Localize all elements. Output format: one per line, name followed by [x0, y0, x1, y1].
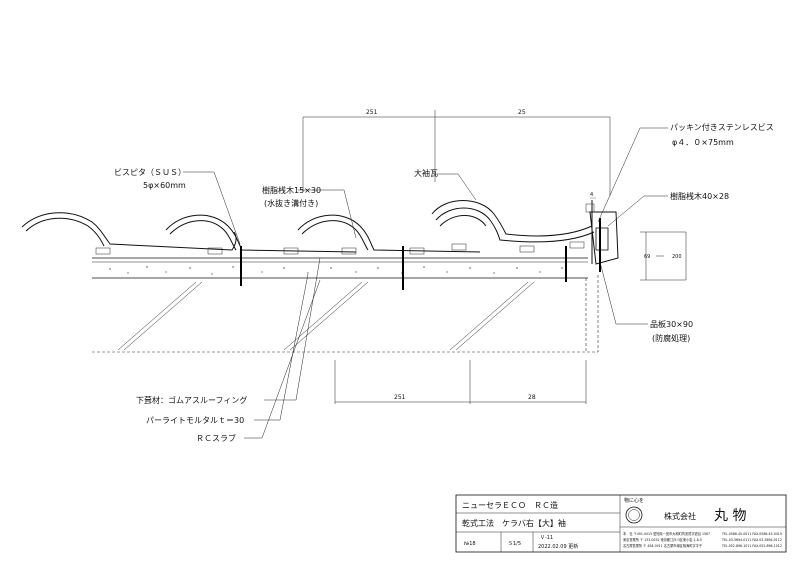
frame-dim-right: 200	[672, 254, 682, 260]
callouts: パッキン付きステンレスビス φ４．０×75mm ビスピタ（ＳＵＳ） 5φ×60m…	[114, 122, 774, 443]
tb-version: Ｖ-11	[540, 535, 553, 541]
bottom-dimension: 251 28	[334, 360, 587, 404]
leader-lines	[183, 127, 668, 439]
tb-scale: Ｓ1/5	[508, 541, 521, 547]
tb-company: 株式会社	[664, 511, 696, 521]
frame-detail: 69 200 4	[590, 192, 687, 281]
tb-no: №18	[464, 541, 476, 547]
roof-tiles	[21, 200, 619, 265]
label-slab: ＲＣスラブ	[196, 433, 236, 443]
label-packing-screw: パッキン付きステンレスビス	[670, 122, 774, 132]
label-packing-screw-size: φ４．０×75mm	[672, 138, 734, 147]
label-screw: ビスピタ（ＳＵＳ）	[114, 168, 186, 177]
label-board-note: (防腐処理)	[652, 333, 690, 343]
label-underlay: 下葺材：ゴムアスルーフィング	[136, 395, 247, 405]
label-resin-batten: 樹脂桟木40×28	[670, 191, 729, 201]
label-mortar: パーライトモルタルｔ＝30	[146, 416, 244, 425]
company-logo-icon	[625, 506, 643, 524]
slab-layers	[92, 257, 599, 353]
label-batten: 樹脂桟木15×30	[262, 185, 321, 195]
label-screw-size: 5φ×60mm	[143, 181, 186, 190]
tb-date: 2022.02.09 更新	[538, 543, 578, 550]
dim-bottom-left: 251	[394, 394, 406, 401]
dim-top-right: 25	[518, 109, 526, 116]
tb-tel2: TEL.03-5694-0111 FAX.03-5694-0112	[721, 538, 782, 542]
tb-addr3: 名古屋営業所 〒 458-0011 名古屋市緑区鳴海町字平子	[623, 543, 703, 548]
dim-top-left: 251	[366, 109, 378, 116]
frame-dim-left: 69	[644, 254, 650, 260]
tb-method: 乾式工法 ケラバ右【大】袖	[462, 518, 566, 528]
label-batten-note: (水抜き溝付き)	[264, 198, 318, 208]
tb-addr2: 東京営業所 〒 133-0052 東京都江戸川区東小岩 1-8-5	[623, 537, 702, 542]
tb-company-name: 丸 物	[714, 508, 746, 524]
label-big-tile: 大袖瓦	[414, 168, 438, 178]
dim-bottom-right: 28	[528, 394, 536, 401]
top-dimension: 251 25	[302, 109, 611, 196]
dim-small-offset: 4	[590, 192, 593, 198]
tb-motto: 物に心を	[624, 497, 644, 504]
tb-addr1: 本 社 〒491-0015 愛知県一宮市大和町苅安賀字道目 1567	[623, 531, 710, 536]
tb-product: ニューセラＥＣＯ ＲＣ造	[462, 500, 558, 510]
label-board: 品板30×90	[650, 319, 693, 329]
tb-tel3: TEL.052-896-1011 FAX.052-896-1012	[721, 544, 782, 548]
title-block: ニューセラＥＣＯ ＲＣ造 乾式工法 ケラバ右【大】袖 №18 Ｓ1/5 Ｖ-11…	[455, 494, 787, 553]
tb-tel1: TEL.0586-45-0011 FAX.0586-45-0419	[721, 532, 782, 536]
